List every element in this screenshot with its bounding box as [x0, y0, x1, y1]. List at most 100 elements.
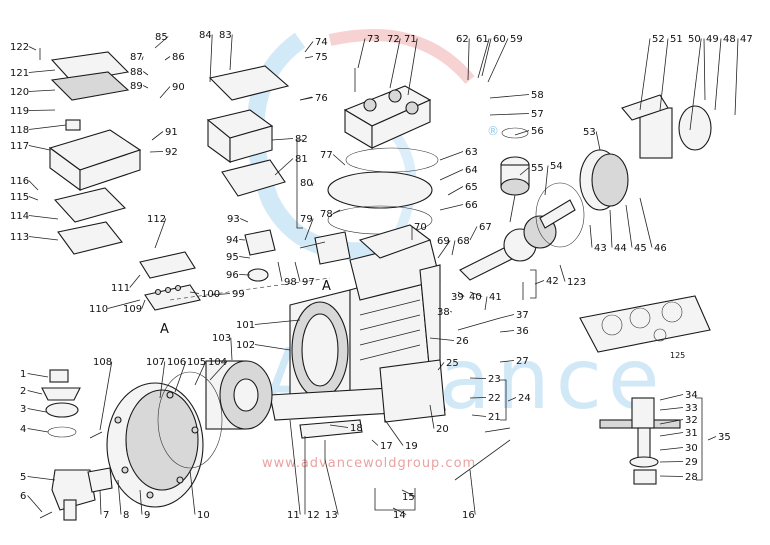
leader-line-21 — [471, 414, 487, 417]
callout-12: 12 — [307, 510, 320, 521]
piston-connecting-rod — [500, 127, 530, 223]
leader-line-26 — [429, 337, 455, 341]
callout-79: 79 — [300, 214, 313, 225]
callout-17: 17 — [380, 441, 393, 452]
group-bracket-1 — [530, 269, 537, 299]
leader-line-69 — [437, 240, 451, 259]
callout-114: 114 — [10, 211, 29, 222]
callout-67: 67 — [479, 222, 492, 233]
callout-45: 45 — [634, 243, 647, 254]
leader-line-43 — [589, 224, 593, 248]
callout-69: 69 — [437, 236, 450, 247]
callout-4: 4 — [20, 424, 26, 435]
callout-9: 9 — [144, 510, 150, 521]
section-mark-a-left: A — [160, 322, 169, 337]
callout-120: 120 — [10, 87, 29, 98]
callout-50: 50 — [688, 34, 701, 45]
callout-62: 62 — [456, 34, 469, 45]
leader-line-86 — [164, 56, 171, 61]
callout-7: 7 — [103, 510, 109, 521]
leader-line-22 — [469, 397, 487, 399]
callout-56: 56 — [531, 126, 544, 137]
callout-96: 96 — [226, 270, 239, 281]
callout-22: 22 — [488, 393, 501, 404]
leader-line-39 — [457, 291, 465, 297]
leader-line-84 — [209, 34, 213, 83]
leader-line-17 — [371, 439, 379, 446]
leader-line-100 — [189, 291, 200, 294]
group-bracket-4 — [296, 139, 303, 229]
leader-line-115 — [28, 196, 39, 201]
leader-line-110 — [107, 299, 141, 309]
callout-70: 70 — [414, 222, 427, 233]
leader-line-116 — [28, 180, 39, 191]
callout-34: 34 — [685, 390, 698, 401]
bottom-plate — [299, 359, 446, 439]
callout-64: 64 — [465, 165, 478, 176]
leader-line-65 — [447, 186, 464, 196]
leader-line-11 — [289, 419, 301, 515]
leader-line-47 — [734, 38, 739, 116]
leader-line-121 — [28, 69, 56, 73]
leader-line-72 — [389, 38, 401, 89]
callout-102: 102 — [236, 340, 255, 351]
callout-72: 72 — [387, 34, 400, 45]
callout-74: 74 — [315, 37, 328, 48]
callout-38: 38 — [437, 307, 450, 318]
leader-line-103 — [230, 337, 233, 361]
callout-44: 44 — [614, 243, 627, 254]
gasket-set: 125 — [579, 295, 711, 360]
leader-line-63 — [439, 151, 464, 161]
callout-99: 99 — [232, 289, 245, 300]
callout-27: 27 — [516, 356, 529, 367]
leader-line-15 — [401, 489, 416, 497]
callout-43: 43 — [594, 243, 607, 254]
callout-54: 54 — [550, 161, 563, 172]
callout-121: 121 — [10, 68, 29, 79]
leader-line-55 — [519, 167, 530, 176]
leader-line-97 — [294, 261, 301, 282]
leader-line-4 — [27, 428, 49, 433]
callout-100: 100 — [201, 289, 220, 300]
leader-line-28 — [659, 475, 684, 477]
leader-line-87 — [141, 56, 144, 61]
callout-118: 118 — [10, 125, 29, 136]
callout-101: 101 — [236, 320, 255, 331]
leader-line-54 — [544, 165, 549, 196]
leader-line-105 — [194, 361, 207, 386]
callout-3: 3 — [20, 404, 26, 415]
leader-line-27 — [499, 360, 515, 363]
leader-line-76 — [299, 97, 314, 101]
callout-81: 81 — [295, 154, 308, 165]
callout-89: 89 — [130, 81, 143, 92]
callout-92: 92 — [165, 147, 178, 158]
leader-line-56 — [514, 130, 530, 136]
callout-30: 30 — [685, 443, 698, 454]
oil-pump-cover — [535, 149, 629, 248]
leader-line-107 — [159, 361, 166, 399]
leader-line-104 — [209, 361, 228, 381]
leader-line-60 — [481, 38, 492, 77]
leader-line-58 — [489, 94, 530, 99]
callout-113: 113 — [10, 232, 29, 243]
leader-line-25 — [437, 362, 445, 371]
leader-line-99 — [211, 293, 231, 296]
group-bracket-2 — [500, 379, 507, 421]
leader-line-19 — [384, 419, 404, 446]
callout-95: 95 — [226, 252, 239, 263]
leader-line-9 — [139, 489, 143, 515]
leader-line-81 — [274, 158, 294, 176]
leader-line-14 — [392, 507, 407, 515]
callout-73: 73 — [367, 34, 380, 45]
leader-line-20 — [429, 404, 435, 429]
suction-filter-valve — [599, 397, 681, 485]
leader-line-13 — [324, 459, 339, 515]
leader-line-93 — [240, 218, 249, 223]
callout-106: 106 — [167, 357, 186, 368]
callout-78: 78 — [320, 209, 333, 220]
leader-line-123 — [559, 264, 566, 282]
leader-line-57 — [489, 113, 530, 116]
callout-107: 107 — [146, 357, 165, 368]
callout-65: 65 — [465, 182, 478, 193]
